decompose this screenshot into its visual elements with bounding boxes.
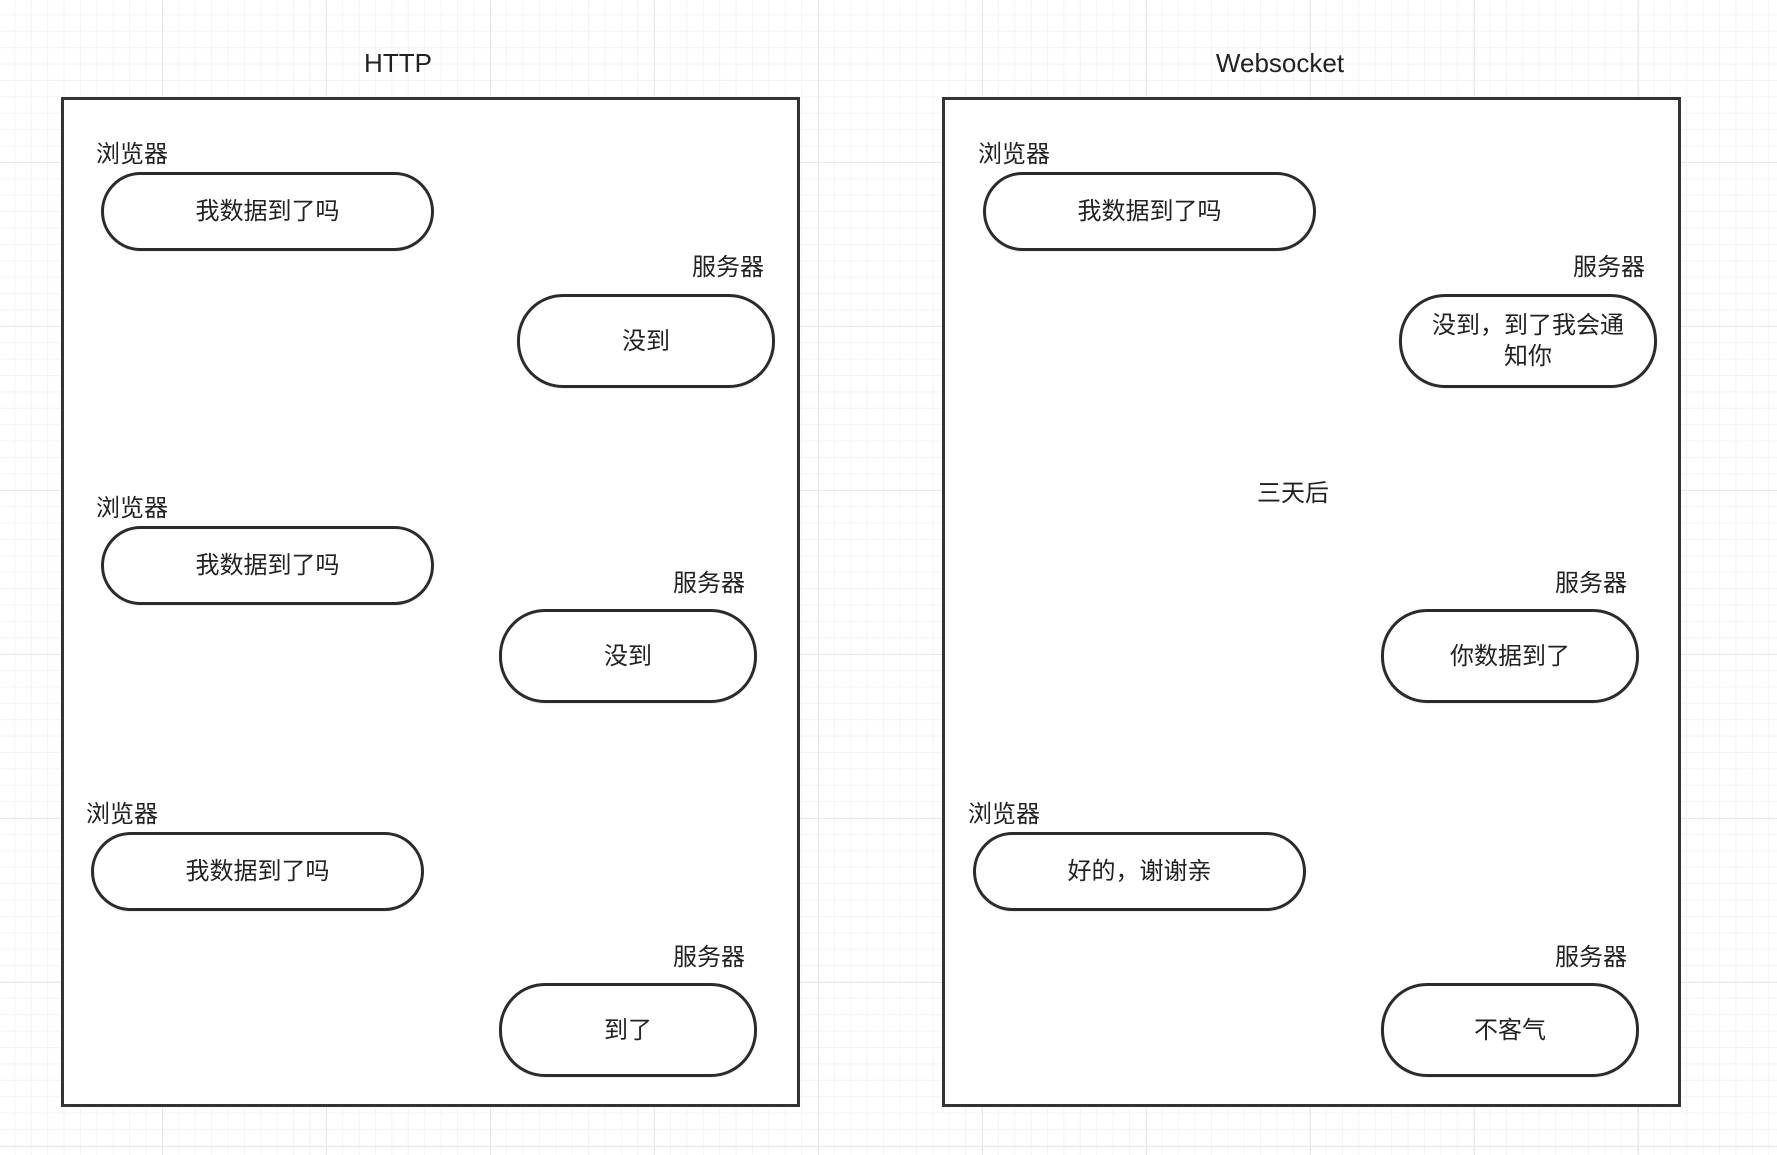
http-bubble-text: 我数据到了吗 [195,551,340,579]
ws-bubble-text: 我数据到了吗 [1077,197,1222,225]
http-bubble-browser: 我数据到了吗 [91,832,424,911]
http-role-browser: 浏览器 [86,800,158,828]
ws-bubble-text: 你数据到了 [1450,641,1570,670]
http-role-server: 服务器 [673,569,745,597]
ws-role-server: 服务器 [1555,943,1627,971]
time-gap-note: 三天后 [1257,479,1329,507]
http-bubble-server: 没到 [499,609,757,703]
http-bubble-server: 没到 [517,294,775,388]
http-title: HTTP [364,48,432,78]
ws-bubble-text: 没到，到了我会通知你 [1432,311,1624,370]
ws-bubble-text: 好的，谢谢亲 [1067,857,1212,885]
http-role-server: 服务器 [673,943,745,971]
http-bubble-server: 到了 [499,983,757,1077]
ws-bubble-server: 没到，到了我会通知你 [1399,294,1657,388]
ws-role-browser: 浏览器 [968,800,1040,828]
ws-bubble-browser: 我数据到了吗 [983,172,1316,251]
http-role-server: 服务器 [692,253,764,281]
ws-bubble-server: 你数据到了 [1381,609,1639,703]
http-bubble-text: 到了 [604,1015,652,1044]
ws-bubble-server: 不客气 [1381,983,1639,1077]
http-bubble-browser: 我数据到了吗 [101,526,434,605]
http-bubble-text: 我数据到了吗 [185,857,330,885]
websocket-panel [942,97,1681,1107]
http-bubble-text: 没到 [604,641,652,670]
websocket-title: Websocket [1215,48,1345,78]
ws-bubble-text: 不客气 [1474,1015,1546,1044]
http-bubble-text: 我数据到了吗 [195,197,340,225]
http-bubble-text: 没到 [622,326,670,355]
http-role-browser: 浏览器 [96,140,168,168]
ws-role-browser: 浏览器 [978,140,1050,168]
ws-bubble-browser: 好的，谢谢亲 [973,832,1306,911]
ws-role-server: 服务器 [1573,253,1645,281]
ws-role-server: 服务器 [1555,569,1627,597]
http-bubble-browser: 我数据到了吗 [101,172,434,251]
http-role-browser: 浏览器 [96,494,168,522]
